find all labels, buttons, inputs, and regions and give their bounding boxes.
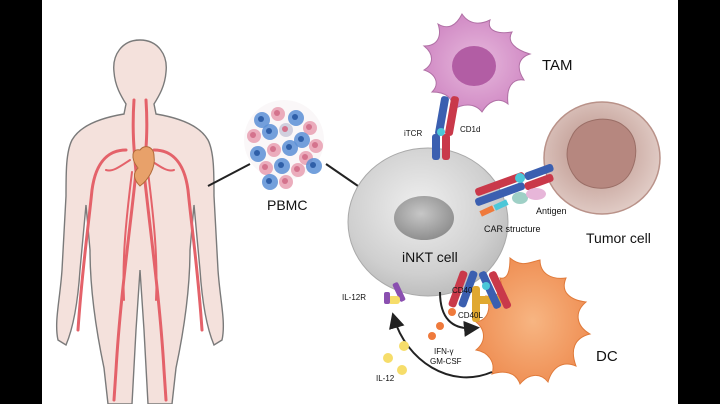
pbmc-cell-nucleus	[274, 110, 280, 116]
pbmc-cell-nucleus	[292, 114, 298, 120]
label-il12r: IL-12R	[342, 293, 366, 302]
pbmc-to-inkt-line	[325, 163, 359, 187]
blood-vessels	[76, 98, 204, 402]
body-silhouette	[55, 39, 225, 404]
pbmc-cell-nucleus	[306, 124, 312, 130]
itcr-cd1d-complex	[432, 96, 459, 160]
label-dc: DC	[596, 348, 618, 365]
label-cd1d: CD1d	[460, 125, 480, 134]
label-ifn: IFN-γ	[434, 347, 454, 356]
label-gmcsf: GM-CSF	[430, 357, 462, 366]
label-antigen: Antigen	[536, 206, 567, 216]
human-body	[55, 39, 225, 404]
body-to-pbmc-line	[207, 163, 251, 187]
pbmc-cell-nucleus	[294, 166, 300, 172]
car-receptor-complex	[475, 163, 554, 217]
pbmc-cell-nucleus	[286, 144, 292, 150]
label-car-structure: CAR structure	[484, 224, 541, 234]
pbmc-cell-nucleus	[302, 154, 308, 160]
label-cd40: CD40	[452, 286, 473, 295]
left-black-bar	[0, 0, 42, 404]
ifn-dots	[428, 308, 456, 340]
tumor-cell	[543, 101, 661, 215]
right-black-bar	[678, 0, 720, 404]
ifn-arrow	[439, 291, 480, 337]
label-cd40l: CD40L	[458, 311, 483, 320]
pbmc-cell-nucleus	[266, 128, 272, 134]
pbmc-cell-nucleus	[262, 164, 268, 170]
inkt-nucleus	[394, 196, 454, 240]
pbmc-cell-nucleus	[250, 132, 256, 138]
pbmc-cell-nucleus	[310, 162, 316, 168]
tam-cell	[422, 13, 532, 113]
cd40-complex	[448, 270, 512, 322]
pbmc-cell-nucleus	[258, 116, 264, 122]
heart-icon	[132, 146, 155, 187]
pbmc-cell-nucleus	[278, 162, 284, 168]
pbmc-cell-nucleus	[282, 126, 288, 132]
label-tam: TAM	[542, 57, 573, 74]
pbmc-cell-nucleus	[254, 150, 260, 156]
label-inkt-cell: iNKT cell	[402, 249, 458, 265]
il12-arrow	[389, 312, 493, 379]
pbmc-cell-nucleus	[312, 142, 318, 148]
il12-dots	[383, 341, 409, 375]
tumor-nucleus	[566, 118, 637, 189]
inkt-cell	[347, 147, 509, 297]
label-itcr: iTCR	[404, 129, 422, 138]
label-tumor-cell: Tumor cell	[586, 230, 651, 246]
pbmc-cell-nucleus	[298, 136, 304, 142]
pbmc-cluster	[244, 100, 324, 190]
pbmc-cell-nucleus	[270, 146, 276, 152]
pbmc-cell-nucleus	[266, 178, 272, 184]
tam-nucleus	[452, 46, 496, 86]
pbmc-cell-nucleus	[282, 178, 288, 184]
label-il12: IL-12	[376, 374, 395, 383]
il12r-receptor	[384, 282, 406, 304]
label-pbmc: PBMC	[267, 197, 307, 213]
